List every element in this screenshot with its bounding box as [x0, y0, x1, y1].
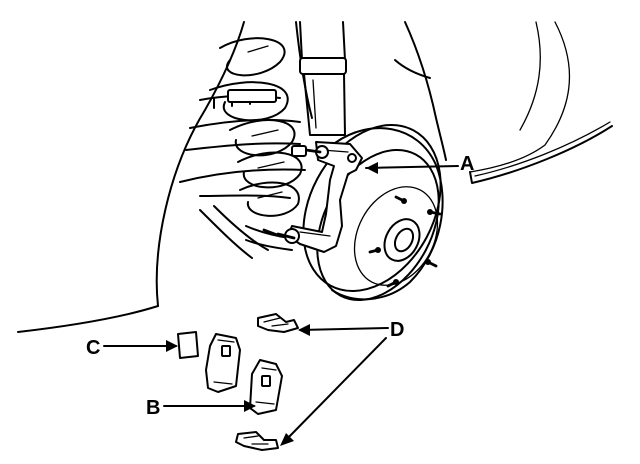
callout-a: A — [460, 153, 474, 175]
caliper-mounting-bolts — [262, 145, 322, 240]
wheel-hub — [383, 218, 421, 262]
coil-spring — [209, 37, 303, 217]
leader-line-b — [163, 400, 256, 412]
pad-shim-lower — [235, 431, 279, 451]
callout-b: B — [146, 397, 160, 419]
suspension-arms — [179, 89, 306, 259]
brake-pad-c — [177, 331, 199, 359]
leader-line-a — [365, 162, 459, 174]
callout-c: C — [86, 337, 100, 359]
brake-pad-inner — [205, 333, 241, 393]
leader-line-c — [103, 340, 178, 352]
caliper-bracket — [284, 141, 363, 253]
pad-shim-upper — [257, 313, 299, 333]
shock-absorber — [299, 21, 347, 136]
body-panel-outline — [469, 21, 613, 184]
leader-line-d — [280, 324, 389, 446]
wheel-studs — [368, 195, 442, 288]
brake-pad-b — [249, 359, 283, 415]
callout-d: D — [390, 319, 404, 341]
